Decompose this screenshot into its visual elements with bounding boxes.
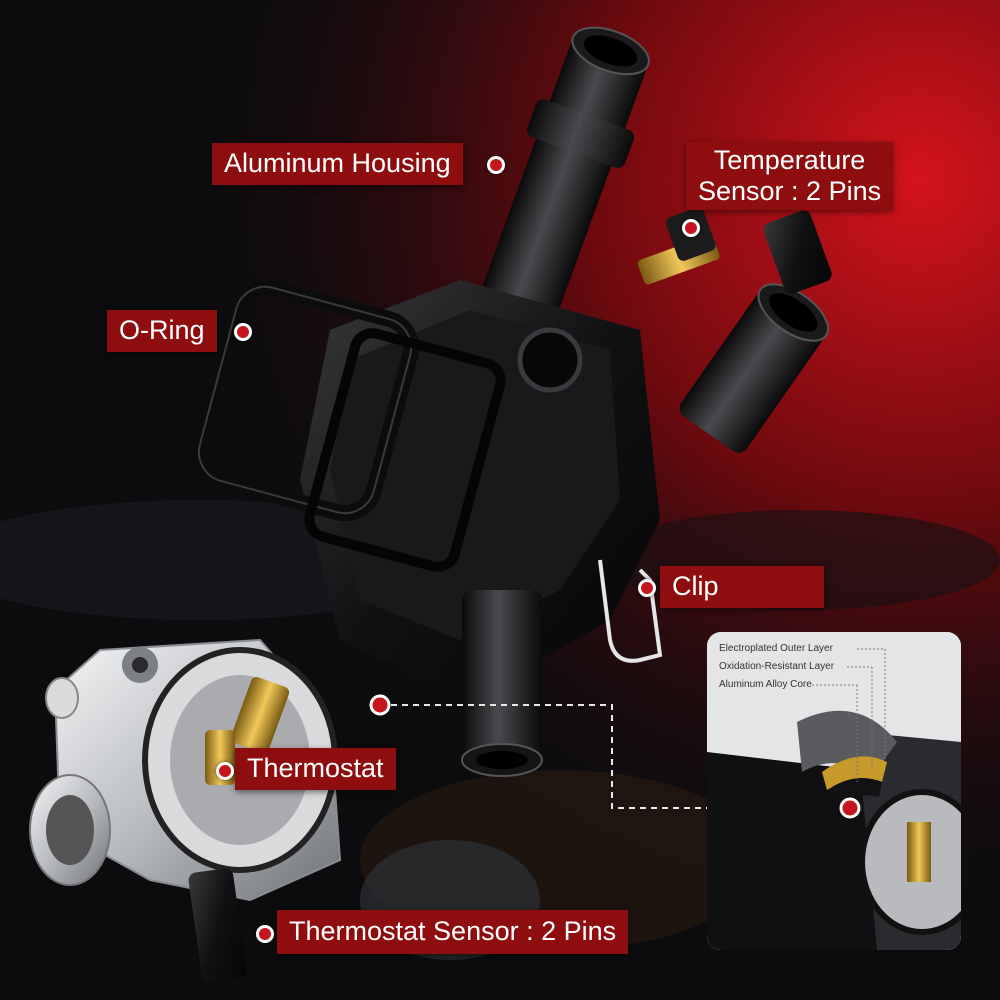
label-temperature-sensor-line1: Temperature — [713, 144, 866, 175]
label-temperature-sensor: Temperature Sensor : 2 Pins — [686, 142, 894, 210]
material-layer-inset: Electroplated Outer Layer Oxidation-Resi… — [707, 632, 961, 950]
inset-layer-alloy-core: Aluminum Alloy Core — [719, 679, 812, 690]
label-thermostat-sensor: Thermostat Sensor : 2 Pins — [277, 910, 629, 954]
cross-section-illustration — [707, 632, 961, 950]
label-clip: Clip — [660, 566, 824, 608]
callout-dot-o-ring — [234, 323, 252, 341]
callout-dot-temperature-sensor — [682, 219, 700, 237]
label-thermostat: Thermostat — [235, 748, 396, 790]
callout-dot-thermostat-sensor — [256, 925, 274, 943]
label-clip-text: Clip — [672, 571, 719, 602]
callout-dot-clip — [638, 579, 656, 597]
label-o-ring: O-Ring — [107, 310, 217, 352]
label-o-ring-text: O-Ring — [119, 315, 205, 346]
inset-layer-oxidation-resistant: Oxidation-Resistant Layer — [719, 661, 835, 672]
label-thermostat-sensor-text: Thermostat Sensor : 2 Pins — [289, 916, 617, 947]
label-thermostat-text: Thermostat — [247, 753, 384, 784]
label-temperature-sensor-line2: Sensor : 2 Pins — [698, 176, 882, 206]
callout-dot-aluminum-housing — [487, 156, 505, 174]
callout-dot-thermostat — [216, 762, 234, 780]
label-aluminum-housing-text: Aluminum Housing — [224, 148, 451, 179]
inset-layer-electroplated: Electroplated Outer Layer — [719, 643, 833, 654]
label-aluminum-housing: Aluminum Housing — [212, 143, 463, 185]
